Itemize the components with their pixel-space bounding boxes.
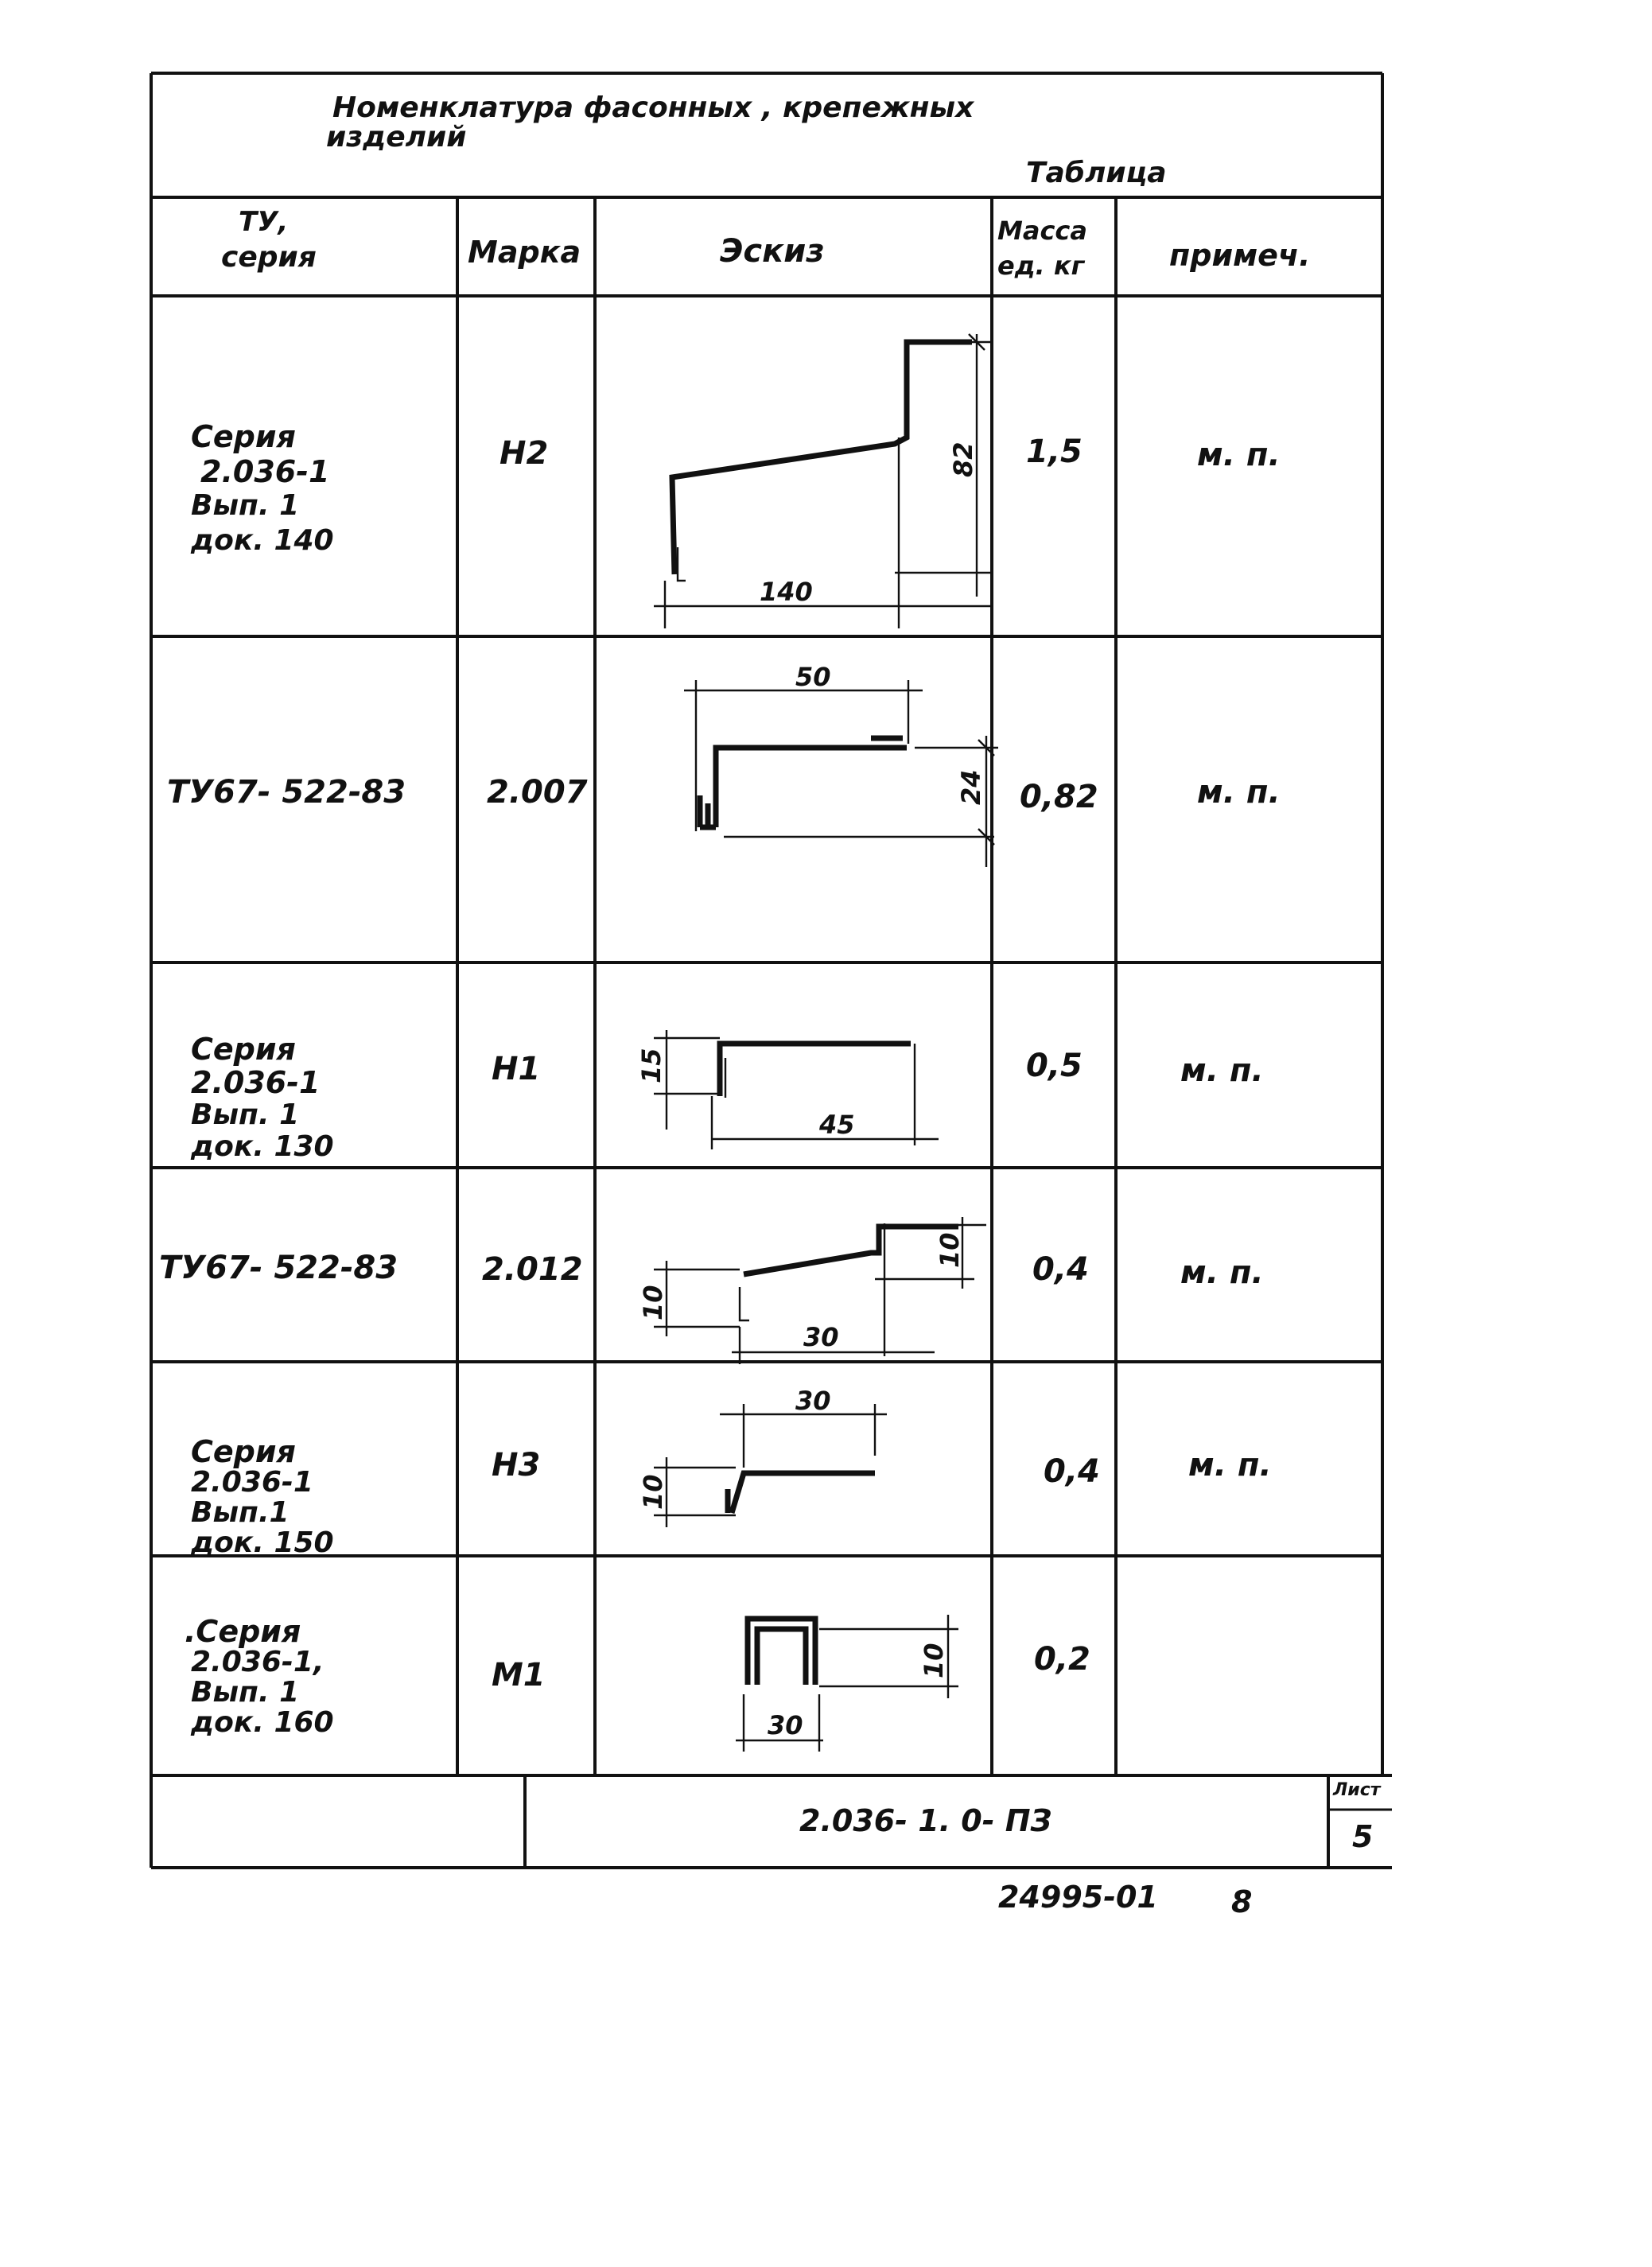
sketch-2012-dim-left: 10 bbox=[638, 1285, 668, 1320]
sketch-h2-dim-height: 82 bbox=[948, 441, 978, 477]
row-massa: 0,5 bbox=[1026, 1048, 1083, 1084]
row-tu-line: Серия bbox=[191, 1032, 296, 1067]
row-tu-line: Серия bbox=[191, 419, 296, 454]
row-primech: м. п. bbox=[1197, 774, 1281, 811]
row-massa: 0,4 bbox=[1032, 1251, 1089, 1288]
header-massa-line1: Масса bbox=[997, 216, 1087, 246]
row-tu-line: док. 160 bbox=[191, 1706, 334, 1739]
sketch-h1-dim-height: 15 bbox=[636, 1048, 667, 1083]
sketch-2012-dim-width: 30 bbox=[803, 1322, 839, 1352]
sketch-h3-dim-height: 10 bbox=[638, 1474, 668, 1510]
row-marka: М1 bbox=[492, 1657, 546, 1693]
header-tu-line2: серия bbox=[221, 241, 317, 274]
sketch-h2-dim-width: 140 bbox=[760, 577, 813, 607]
title-line-2: изделий bbox=[326, 121, 467, 154]
sketch-h1: 15 45 bbox=[636, 1030, 939, 1149]
row-marka: Н1 bbox=[492, 1051, 541, 1087]
header-marka: Марка bbox=[468, 235, 581, 270]
row-tu-line: Серия bbox=[191, 1434, 296, 1469]
sketch-h1-dim-width: 45 bbox=[818, 1110, 855, 1140]
row-massa: 0,4 bbox=[1044, 1453, 1100, 1490]
row-tu-line: Вып. 1 bbox=[191, 489, 300, 522]
row-primech: м. п. bbox=[1197, 437, 1281, 473]
header-primech: примеч. bbox=[1169, 238, 1311, 273]
header-tu-line1: ТУ, bbox=[239, 206, 289, 238]
row-tu-line: 2.036-1, bbox=[191, 1646, 325, 1678]
row-tu-line: Вып. 1 bbox=[191, 1099, 300, 1131]
row-primech: м. п. bbox=[1188, 1447, 1272, 1483]
row-marka: Н3 bbox=[492, 1447, 541, 1483]
sheet-number: 5 bbox=[1352, 1819, 1374, 1854]
sketch-h2: 140 82 bbox=[654, 333, 990, 628]
sketch-h3: 30 10 bbox=[638, 1386, 887, 1527]
row-tu-line: док. 140 bbox=[191, 524, 334, 557]
row-massa: 1,5 bbox=[1026, 434, 1083, 470]
sketch-m1-dim-width: 30 bbox=[768, 1710, 803, 1740]
sketch-2012: 10 10 30 bbox=[638, 1217, 986, 1364]
sketch-2007: 50 24 bbox=[684, 662, 998, 867]
row-massa: 0,82 bbox=[1020, 779, 1098, 815]
header-massa-line2: ед. кг bbox=[997, 251, 1085, 281]
sketch-2007-dim-height: 24 bbox=[956, 769, 986, 805]
row-tu-line: Вып.1 bbox=[191, 1496, 290, 1529]
page-number: 8 bbox=[1231, 1884, 1253, 1919]
sketch-2007-dim-width: 50 bbox=[795, 662, 831, 692]
sketch-h3-dim-width: 30 bbox=[795, 1386, 831, 1416]
row-primech: м. п. bbox=[1180, 1052, 1264, 1089]
table-label: Таблица bbox=[1026, 157, 1167, 189]
row-tu-line: .Серия bbox=[185, 1614, 301, 1649]
row-tu-line: ТУ67- 522-83 bbox=[167, 774, 406, 811]
row-marka: Н2 bbox=[499, 435, 549, 472]
sketch-m1-dim-height: 10 bbox=[919, 1643, 949, 1678]
doc-code: 2.036- 1. 0- ПЗ bbox=[799, 1803, 1052, 1838]
header-eskiz: Эскиз bbox=[720, 233, 825, 270]
archive-number: 24995-01 bbox=[998, 1880, 1158, 1915]
row-tu-line: Вып. 1 bbox=[191, 1676, 300, 1709]
row-tu-line: ТУ67- 522-83 bbox=[159, 1250, 398, 1286]
row-tu-line: док. 150 bbox=[191, 1526, 334, 1559]
row-tu-line: 2.036-1 bbox=[191, 1466, 313, 1499]
sketch-m1: 10 30 bbox=[736, 1615, 958, 1752]
row-marka: 2.007 bbox=[487, 774, 588, 811]
row-tu-line: 2.036-1 bbox=[200, 454, 330, 489]
sheet-label: Лист bbox=[1333, 1780, 1381, 1800]
title-line-1: Номенклатура фасонных , крепежных bbox=[332, 91, 974, 124]
row-tu-line: 2.036-1 bbox=[191, 1065, 321, 1100]
row-tu-line: док. 130 bbox=[191, 1130, 334, 1163]
row-marka: 2.012 bbox=[482, 1251, 583, 1288]
row-primech: м. п. bbox=[1180, 1254, 1264, 1291]
sketch-2012-dim-right: 10 bbox=[935, 1232, 965, 1268]
row-massa: 0,2 bbox=[1034, 1641, 1090, 1678]
